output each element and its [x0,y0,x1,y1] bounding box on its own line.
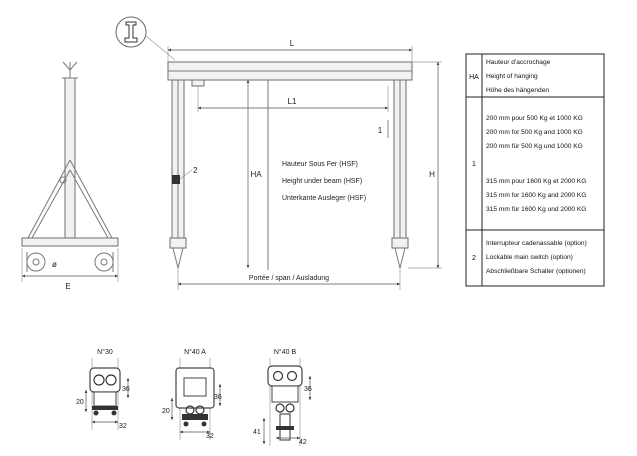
detail-n40a: N°40 A 36 20 32 [162,348,222,440]
side-view-caster-right [94,252,114,272]
label-E: E [65,282,70,291]
label-phi: ø [52,260,57,269]
table-cell: Height of hanging [486,73,538,80]
label-L1: L1 [288,97,297,106]
detail-n40b: N°40 B 36 41 42 [253,348,312,446]
table-cell: 200 mm pour 500 Kg et 1000 KG [486,115,583,122]
table-cell: 315 mm for 1600 Kg and 2000 KG [486,192,586,199]
side-view: E ø [21,61,119,291]
table-row-key: 2 [472,255,476,262]
label-L: L [290,39,295,48]
hsf-label-en: Height under beam (HSF) [282,178,362,185]
detail-dimension: 42 [299,439,307,446]
side-view-right-brace [69,159,113,239]
detail-title: N°40 B [274,348,297,356]
detail-dimension: 41 [253,429,261,436]
side-view-column [64,77,76,247]
table-cell: 200 mm for 500 Kg and 1000 KG [486,129,583,136]
table-cell: 315 mm pour 1600 Kg et 2000 KG [486,178,586,185]
side-view-caster-left [26,252,46,272]
front-view-switch [172,175,180,184]
table-cell: 315 mm für 1600 Kg und 2000 KG [486,206,586,213]
legend-table: HA Hauteur d'accrochage Height of hangin… [465,53,605,287]
label-1: 1 [378,126,383,135]
detail-dimension: 36 [304,386,312,393]
label-2: 2 [193,166,198,175]
detail-dimension: 32 [119,423,127,430]
detail-dimension: 20 [76,399,84,406]
table-cell: Lockable main switch (option) [486,254,573,261]
side-view-base [21,237,119,247]
profile-icon [115,16,176,61]
detail-title: N°30 [97,348,113,356]
side-view-left-brace [27,159,71,239]
front-view: L 2 L1 1 HA H [167,39,442,290]
side-view-top-clamp [62,61,78,71]
detail-dimension: 36 [214,394,222,401]
detail-dimension: 20 [162,408,170,415]
detail-title: N°40 A [184,348,206,356]
table-row-key: HA [469,74,479,81]
hsf-label-fr: Hauteur Sous Fer (HSF) [282,161,358,168]
side-view-switch [59,176,67,184]
detail-dimension: 36 [122,386,130,393]
detail-dimension: 32 [206,433,214,440]
front-view-trolley [191,79,205,87]
table-cell: Interrupteur cadenassable (option) [486,240,587,247]
label-span: Portée / span / Ausladung [249,275,329,282]
label-H: H [429,170,435,179]
table-cell: 200 mm für 500 Kg und 1000 KG [486,143,583,150]
table-cell: Höhe des hängenden [486,87,549,94]
detail-n30: N°30 36 20 32 [76,348,130,430]
hsf-label-de: Unterkante Ausleger (HSF) [282,195,366,202]
label-HA: HA [250,170,262,179]
table-cell: Hauteur d'accrochage [486,59,551,66]
table-cell: Abschließbare Schalter (optionen) [486,268,586,275]
table-row-key: 1 [472,161,476,168]
